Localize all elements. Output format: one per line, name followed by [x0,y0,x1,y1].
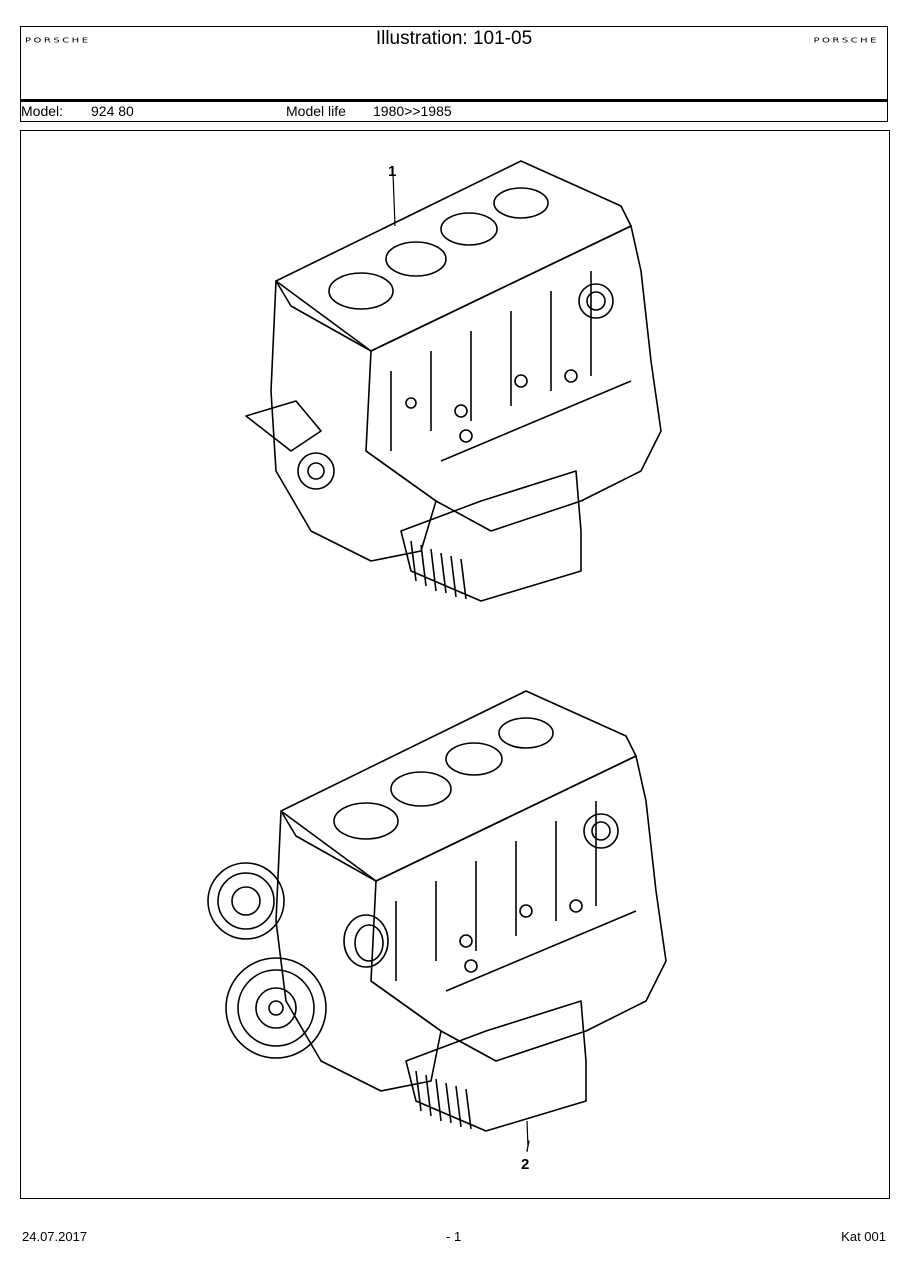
porsche-logo-left: PORSCHE [25,37,91,45]
porsche-logo-right: PORSCHE [813,37,879,45]
callout-1: 1 [388,163,396,180]
model-value: 924 80 [91,103,134,119]
engine-block-drawing: 1 2 [207,160,667,1173]
model-life-label: Model life [286,103,346,119]
model-label: Model: [21,103,64,119]
engine-block-2 [207,690,667,1132]
footer-date: 24.07.2017 [22,1229,88,1244]
header-rule [21,99,887,102]
footer-catalog: Kat 001 [841,1229,886,1244]
page-header: PORSCHE Illustration: 101-05 PORSCHE Mod… [20,26,888,122]
callout-2: 2 [521,1156,529,1173]
model-life-value: 1980>>1985 [373,103,452,119]
illustration-title: Illustration: 101-05 [375,28,533,49]
illustration-frame: 1 2 [20,130,890,1199]
model-row: Model: 924 80 Model life 1980>>1985 [21,102,887,122]
engine-block-1 [245,160,662,602]
footer-page-number: - 1 [446,1229,462,1244]
